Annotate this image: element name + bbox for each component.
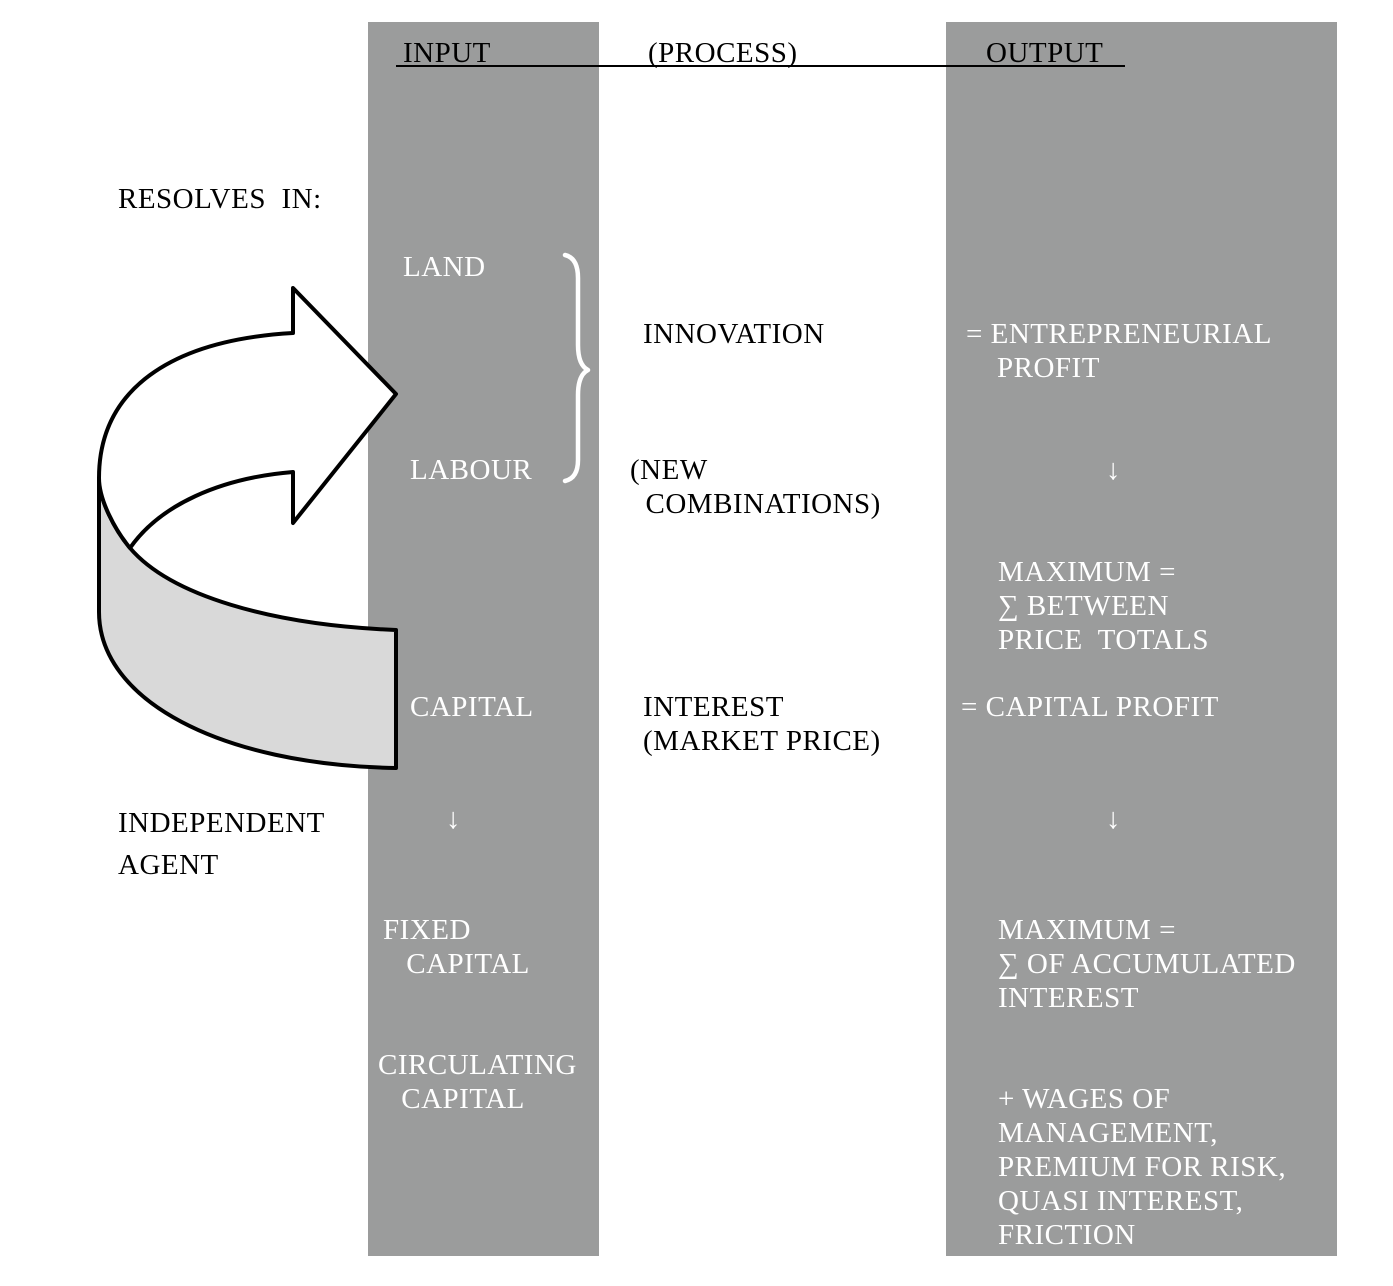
process-innovation: INNOVATION: [643, 318, 825, 350]
curved-arrow-icon: [97, 286, 398, 770]
header-underline: [396, 65, 1125, 67]
down-arrow-icon: ↓: [446, 803, 461, 835]
output-capital-profit: = CAPITAL PROFIT: [961, 691, 1219, 723]
input-land: LAND: [403, 251, 486, 283]
output-maximum-accumulated: MAXIMUM = ∑ OF ACCUMULATED INTEREST: [998, 914, 1296, 1014]
input-capital: CAPITAL: [410, 691, 534, 723]
header-input: INPUT: [403, 37, 491, 69]
output-maximum-between: MAXIMUM = ∑ BETWEEN PRICE TOTALS: [998, 556, 1209, 656]
input-column: [368, 22, 599, 1256]
input-labour: LABOUR: [410, 454, 533, 486]
output-wages: + WAGES OF MANAGEMENT, PREMIUM FOR RISK,…: [998, 1083, 1287, 1251]
header-process: (PROCESS): [648, 37, 798, 69]
resolves-in-label: RESOLVES IN:: [118, 183, 322, 215]
header-output: OUTPUT: [986, 37, 1104, 69]
input-circulating-capital: CIRCULATING CAPITAL: [378, 1049, 577, 1115]
output-entrepreneurial-profit: = ENTREPRENEURIAL PROFIT: [966, 318, 1272, 384]
output-column: [946, 22, 1337, 1256]
independent-agent-label: INDEPENDENT AGENT: [118, 807, 325, 881]
brace-icon: [562, 252, 591, 484]
input-fixed-capital: FIXED CAPITAL: [383, 914, 530, 980]
down-arrow-icon: ↓: [1106, 803, 1121, 835]
process-interest: INTEREST (MARKET PRICE): [643, 691, 881, 757]
down-arrow-icon: ↓: [1106, 454, 1121, 486]
process-new-combinations: (NEW COMBINATIONS): [630, 454, 881, 520]
